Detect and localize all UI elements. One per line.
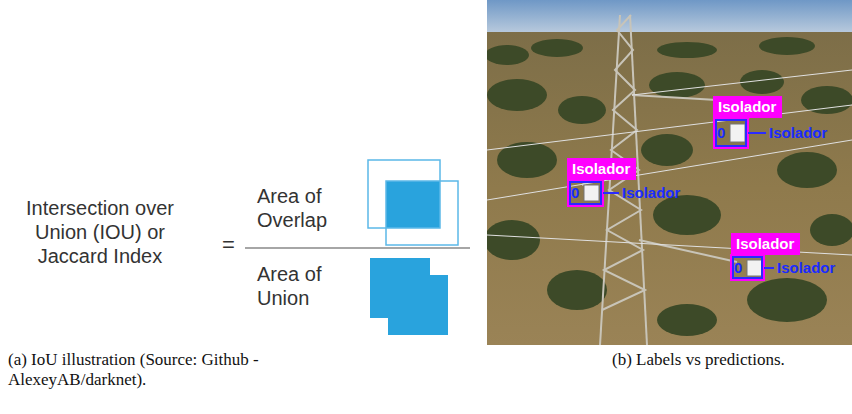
class-id: 0 (717, 124, 725, 142)
class-tag: Isolador (567, 158, 636, 180)
fraction-bar (245, 247, 470, 249)
numerator-text: Area of Overlap (257, 184, 352, 232)
bounding-boxes (568, 118, 764, 280)
box-b-outline (386, 181, 458, 245)
class-tag: Isolador (731, 233, 800, 255)
class-id: 0 (571, 184, 579, 202)
prediction-label: Isolador (622, 184, 680, 202)
denominator-text: Area of Union (257, 262, 352, 310)
prediction-label: Isolador (777, 259, 835, 277)
ground (487, 32, 852, 345)
tag-text: Isolador (736, 235, 794, 253)
subfigure-caption: (a) IoU illustration (Source: Github - A… (8, 350, 328, 390)
overlap-fill (386, 181, 440, 228)
tag-text: Isolador (572, 160, 630, 178)
tag-text: Isolador (718, 98, 776, 116)
trees (487, 37, 852, 336)
equals-sign: = (222, 232, 235, 258)
wires (487, 70, 852, 255)
metric-name: Intersection over Union (IOU) or Jaccard… (2, 196, 198, 268)
box-a-outline (368, 160, 440, 228)
subfigure-caption: (b) Labels vs predictions. (612, 350, 785, 370)
photo (487, 0, 852, 345)
class-tag: Isolador (713, 96, 782, 118)
pylon (582, 15, 737, 345)
class-id: 0 (734, 259, 742, 277)
prediction-label: Isolador (769, 124, 827, 142)
union-fill-b (388, 275, 448, 335)
